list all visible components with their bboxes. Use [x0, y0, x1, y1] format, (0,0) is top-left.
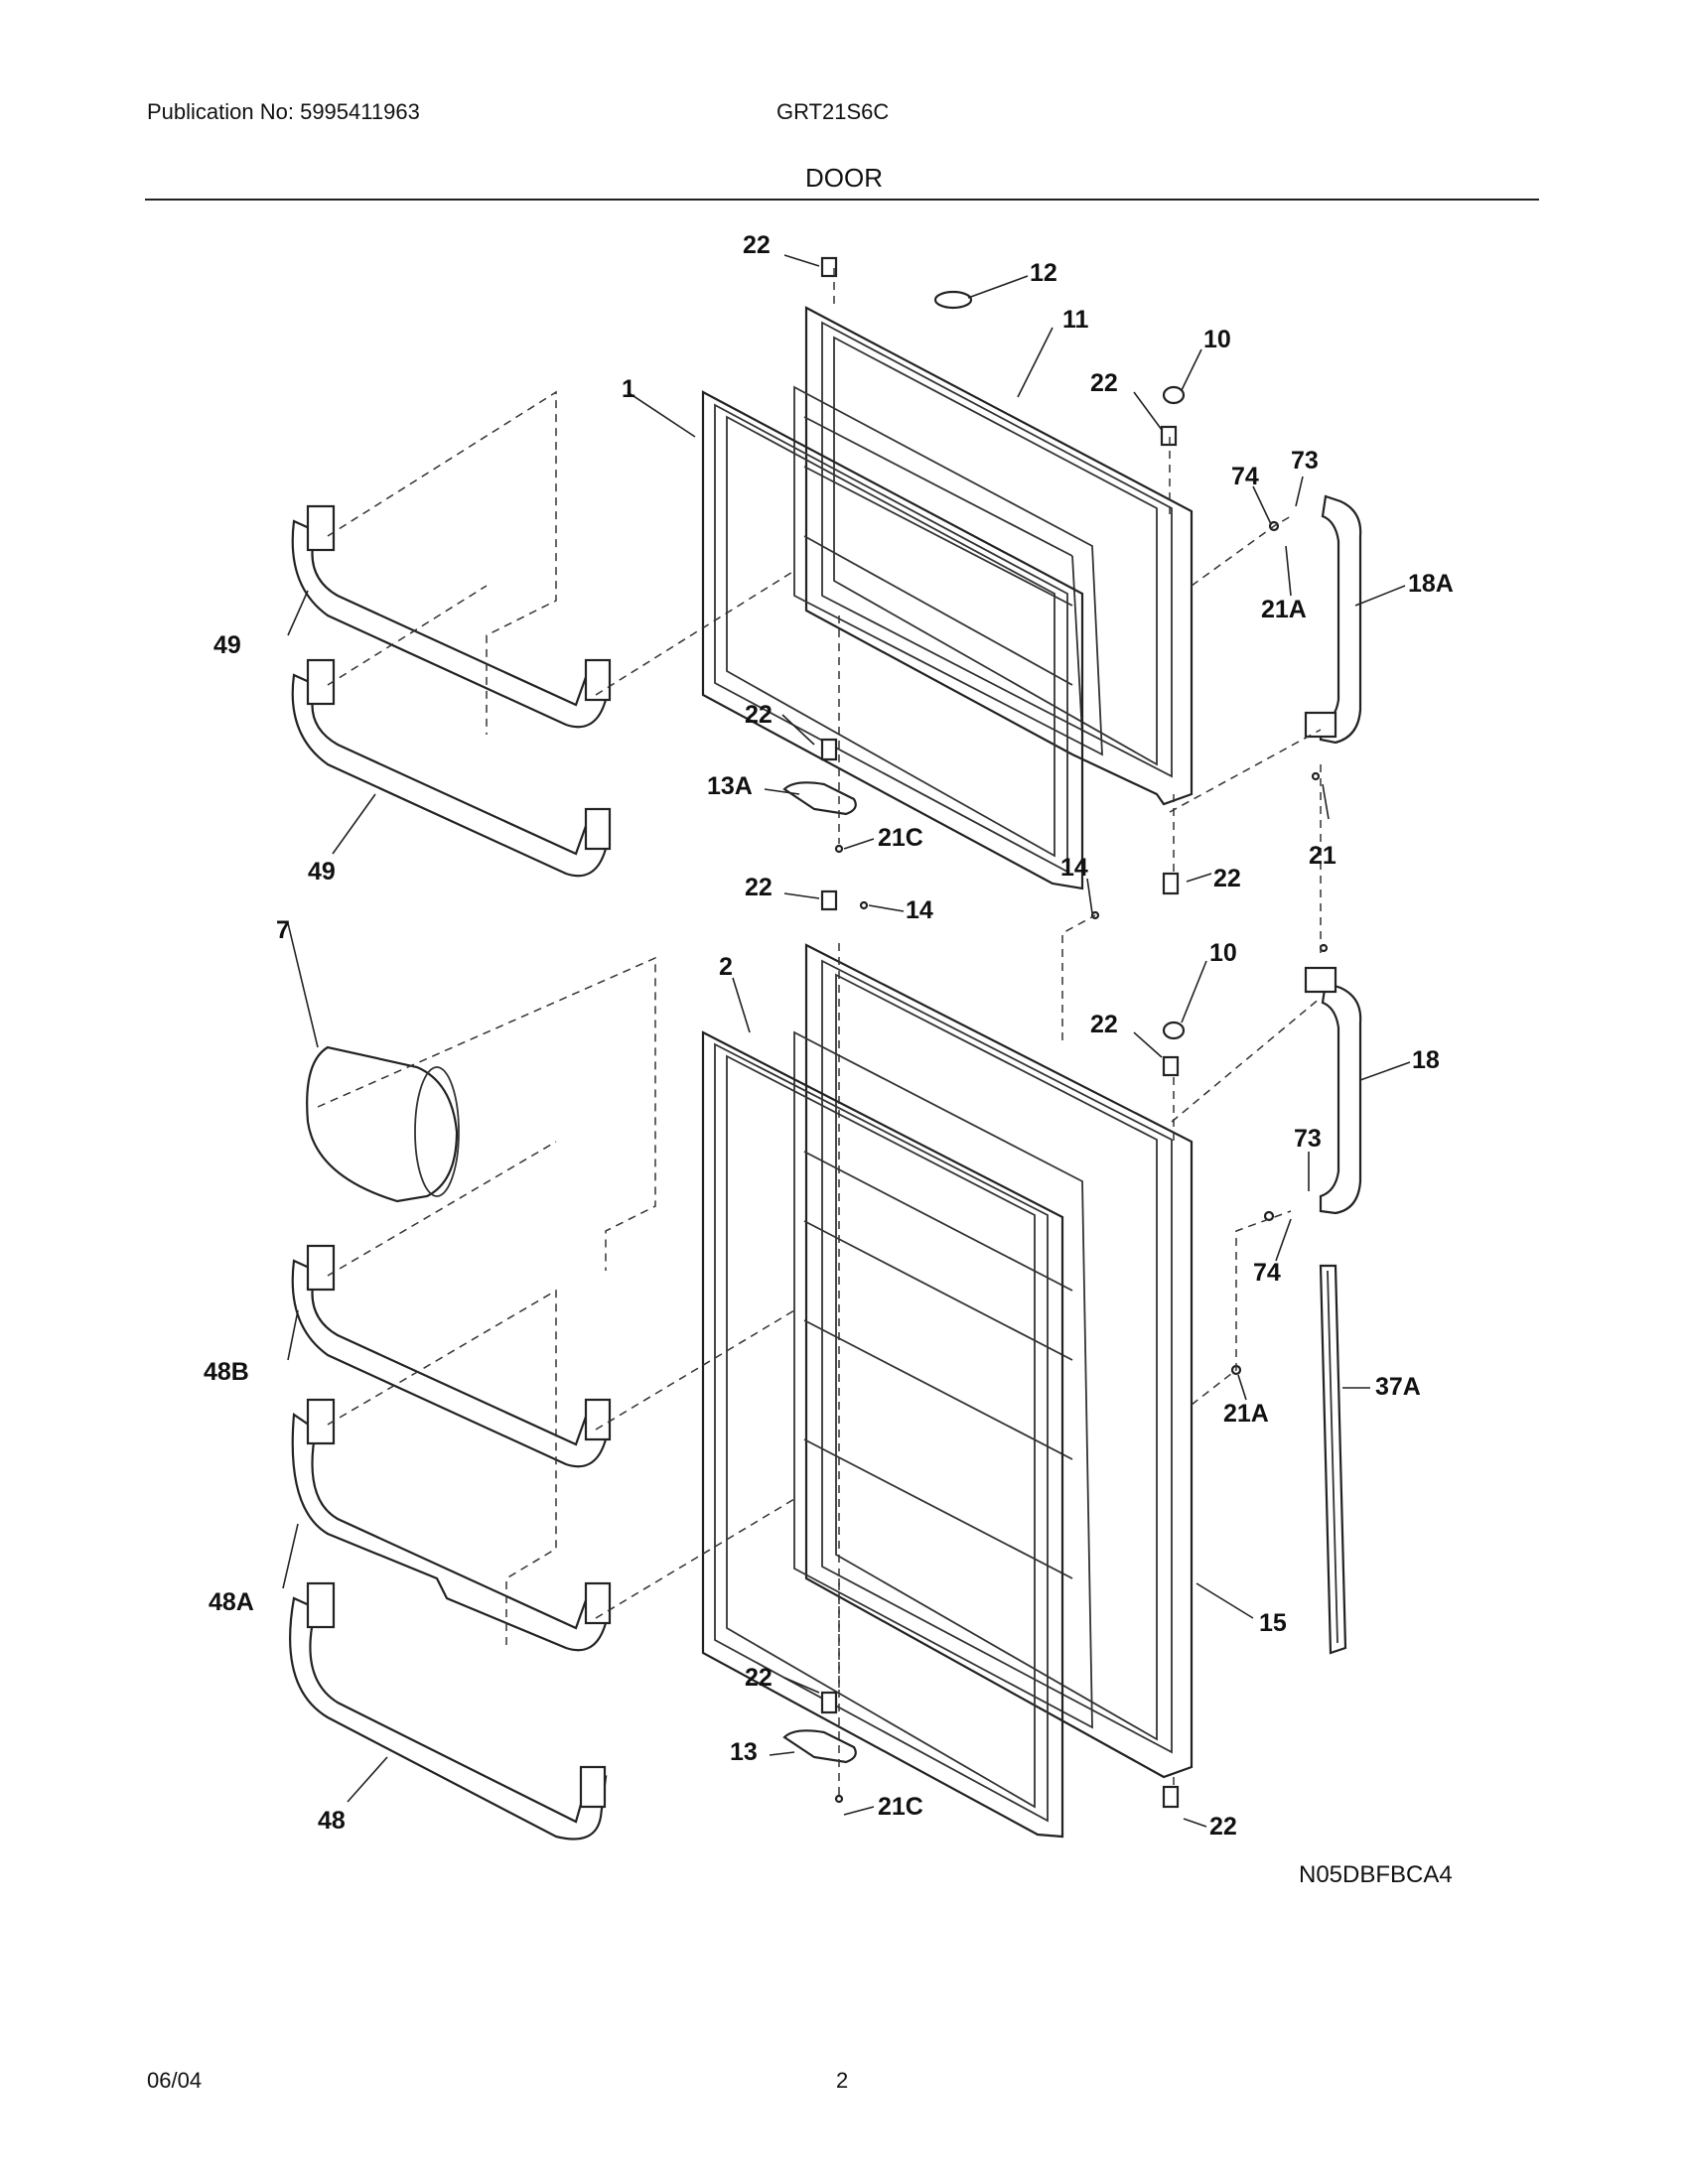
- callout-18A: 18A: [1408, 570, 1454, 598]
- leader-lines: [282, 254, 1411, 1828]
- callout-14: 14: [906, 896, 933, 924]
- callout-14: 14: [1060, 854, 1088, 882]
- callout-7: 7: [276, 916, 290, 944]
- freezer-door-panel: [793, 306, 1194, 806]
- callout-22: 22: [745, 701, 773, 729]
- callout-22: 22: [1090, 1011, 1118, 1038]
- callout-15: 15: [1259, 1609, 1287, 1637]
- callout-labels: 22 12 11 10 22 1 74 73 18A 21A 49 49 22 …: [204, 231, 1454, 1841]
- header-rule: [145, 199, 1539, 201]
- callout-11: 11: [1062, 306, 1089, 334]
- callout-73: 73: [1294, 1125, 1322, 1153]
- page-number: 2: [836, 2068, 849, 2093]
- callout-21: 21: [1309, 842, 1336, 870]
- fasteners: [820, 256, 1329, 1809]
- callout-2: 2: [719, 953, 733, 981]
- callout-10: 10: [1203, 326, 1231, 353]
- ice-bucket-7: [306, 1045, 460, 1203]
- fresh-food-door-gasket: [701, 1030, 1064, 1839]
- callout-48A: 48A: [209, 1588, 254, 1616]
- shelf-48: [289, 1581, 608, 1841]
- callout-21C: 21C: [878, 1793, 923, 1821]
- callout-73: 73: [1291, 447, 1319, 475]
- publication-date: 06/04: [147, 2068, 203, 2093]
- handle-18A: [1304, 494, 1362, 745]
- publication-number: Publication No: 5995411963: [147, 99, 420, 124]
- callout-22: 22: [1213, 865, 1241, 892]
- callout-49: 49: [308, 858, 336, 886]
- assembly-lines: [317, 268, 1322, 1797]
- callout-74: 74: [1253, 1259, 1281, 1287]
- callout-37A: 37A: [1375, 1373, 1421, 1401]
- callout-22: 22: [1209, 1813, 1237, 1841]
- callout-21A: 21A: [1261, 596, 1307, 623]
- hinge-13A: [782, 781, 857, 816]
- shelf-49-upper: [291, 504, 612, 729]
- callout-74: 74: [1231, 463, 1259, 490]
- callout-13A: 13A: [707, 772, 753, 800]
- callout-48B: 48B: [204, 1358, 249, 1386]
- section-title: DOOR: [805, 163, 883, 193]
- callout-1: 1: [622, 375, 635, 403]
- model-number: GRT21S6C: [776, 99, 890, 124]
- callout-21A: 21A: [1223, 1400, 1269, 1428]
- shelf-48B: [291, 1244, 612, 1468]
- callout-49: 49: [213, 631, 241, 659]
- shelf-48A: [291, 1398, 612, 1652]
- shelf-49-lower: [291, 658, 612, 878]
- callout-48: 48: [318, 1807, 346, 1835]
- callout-13: 13: [730, 1738, 758, 1766]
- handle-trim-37A: [1319, 1264, 1347, 1655]
- callout-12: 12: [1030, 259, 1057, 287]
- callout-22: 22: [745, 874, 773, 901]
- freezer-door-gasket: [701, 390, 1084, 890]
- callout-22: 22: [1090, 369, 1118, 397]
- callout-22: 22: [745, 1664, 773, 1692]
- callout-22: 22: [743, 231, 771, 259]
- handle-18: [1304, 966, 1362, 1215]
- fresh-food-door-panel: [793, 943, 1194, 1779]
- hinge-13: [782, 1729, 857, 1764]
- callout-18: 18: [1412, 1046, 1440, 1074]
- diagram-code: N05DBFBCA4: [1299, 1861, 1453, 1888]
- callout-10: 10: [1209, 939, 1237, 967]
- callout-21C: 21C: [878, 824, 923, 852]
